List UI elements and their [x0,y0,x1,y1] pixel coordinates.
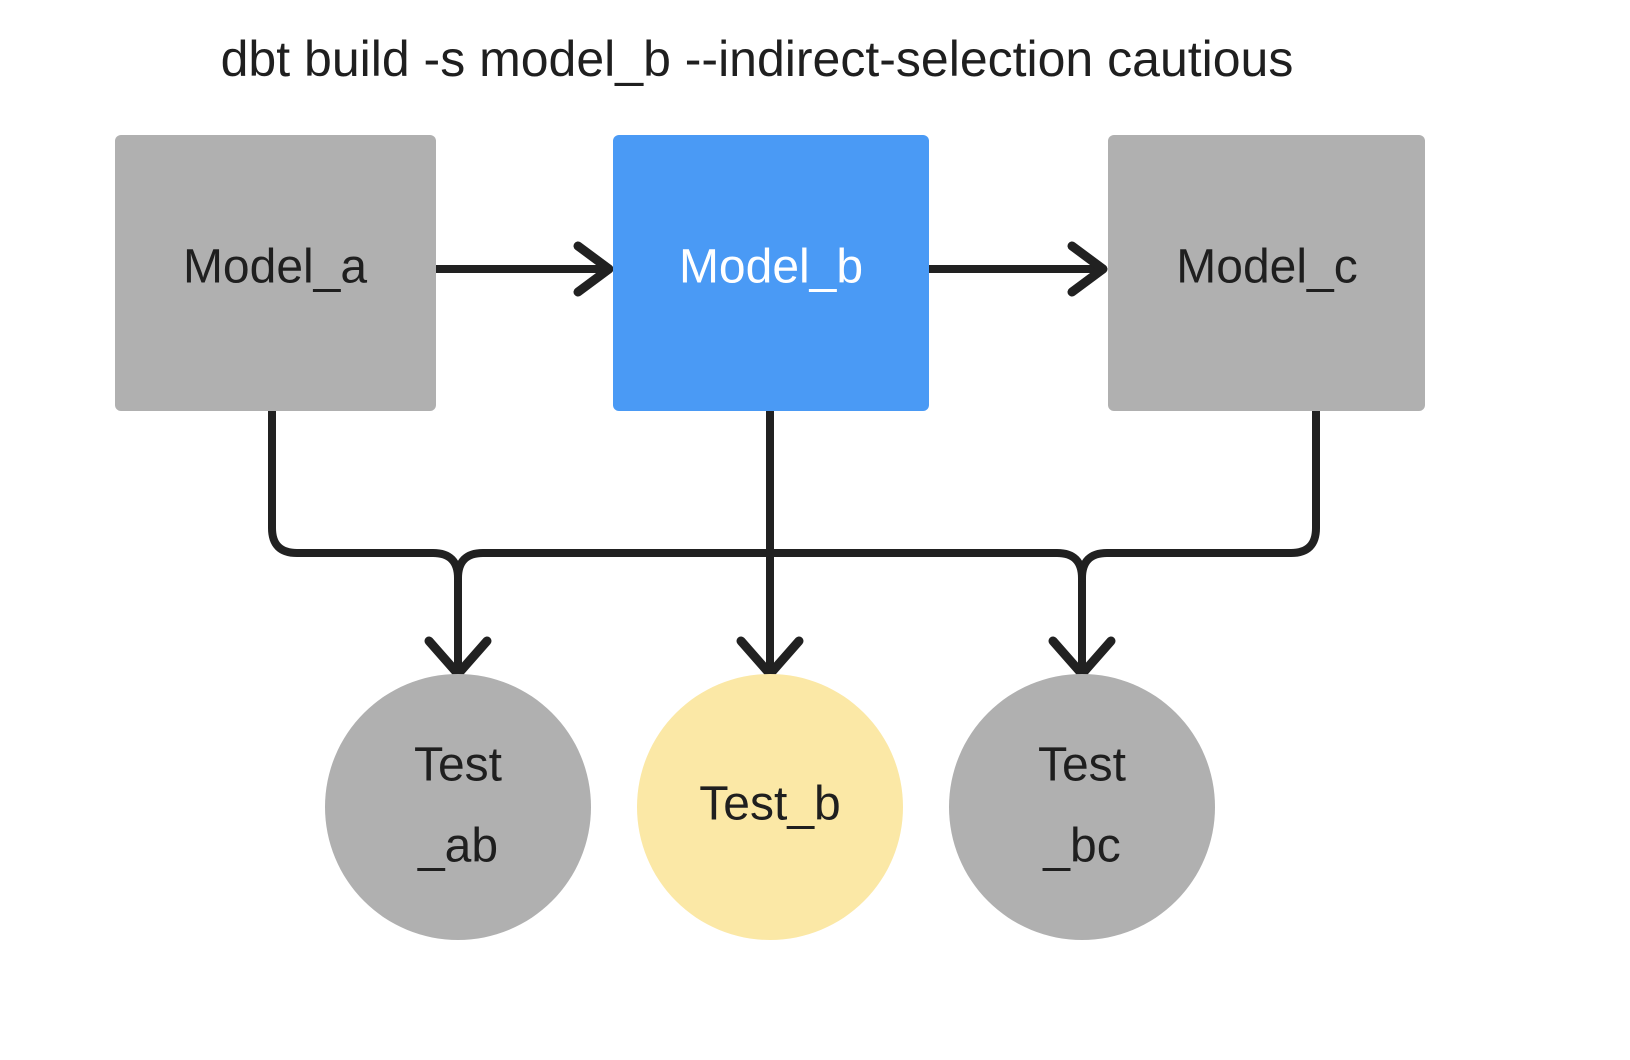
node-model-b[interactable]: Model_b [613,135,929,411]
node-model-a-label: Model_a [183,241,367,294]
node-model-c-label: Model_c [1176,241,1357,294]
node-test-b-shape[interactable] [637,674,903,940]
node-test-ab-label-line2: _ab [417,820,498,873]
node-test-b[interactable]: Test_b [637,674,903,940]
edge-model-b-to-test-b [736,407,804,679]
edge-model-a-to-model-b [432,241,614,297]
edge-model-b-to-test-bc [766,549,1116,679]
node-model-c-shape[interactable] [1108,135,1425,411]
edge-model-b-to-test-ab [454,549,774,582]
node-test-ab[interactable]: Test _ab [325,674,591,940]
node-model-b-shape[interactable] [613,135,929,411]
node-test-bc-shape[interactable] [949,674,1215,940]
node-test-ab-shape[interactable] [325,674,591,940]
node-test-ab-label-line1: Test [414,739,502,792]
node-model-c[interactable]: Model_c [1108,135,1425,411]
node-test-b-label-line1: Test_b [699,778,840,831]
node-model-b-label: Model_b [679,241,863,294]
node-model-a-shape[interactable] [115,135,436,411]
edge-model-a-to-test-ab [268,407,492,679]
test-nodes-layer: Test _ab Test_b Test _bc [325,674,1215,940]
model-nodes-layer: Model_a Model_b Model_c [115,135,1425,411]
node-test-bc[interactable]: Test _bc [949,674,1215,940]
edge-model-c-to-test-bc [1078,407,1320,582]
node-test-bc-label-line1: Test [1038,739,1126,792]
diagram-title: dbt build -s model_b --indirect-selectio… [221,31,1294,87]
edge-model-b-to-model-c [925,241,1108,297]
node-test-bc-label-line2: _bc [1042,820,1120,873]
node-model-a[interactable]: Model_a [115,135,436,411]
